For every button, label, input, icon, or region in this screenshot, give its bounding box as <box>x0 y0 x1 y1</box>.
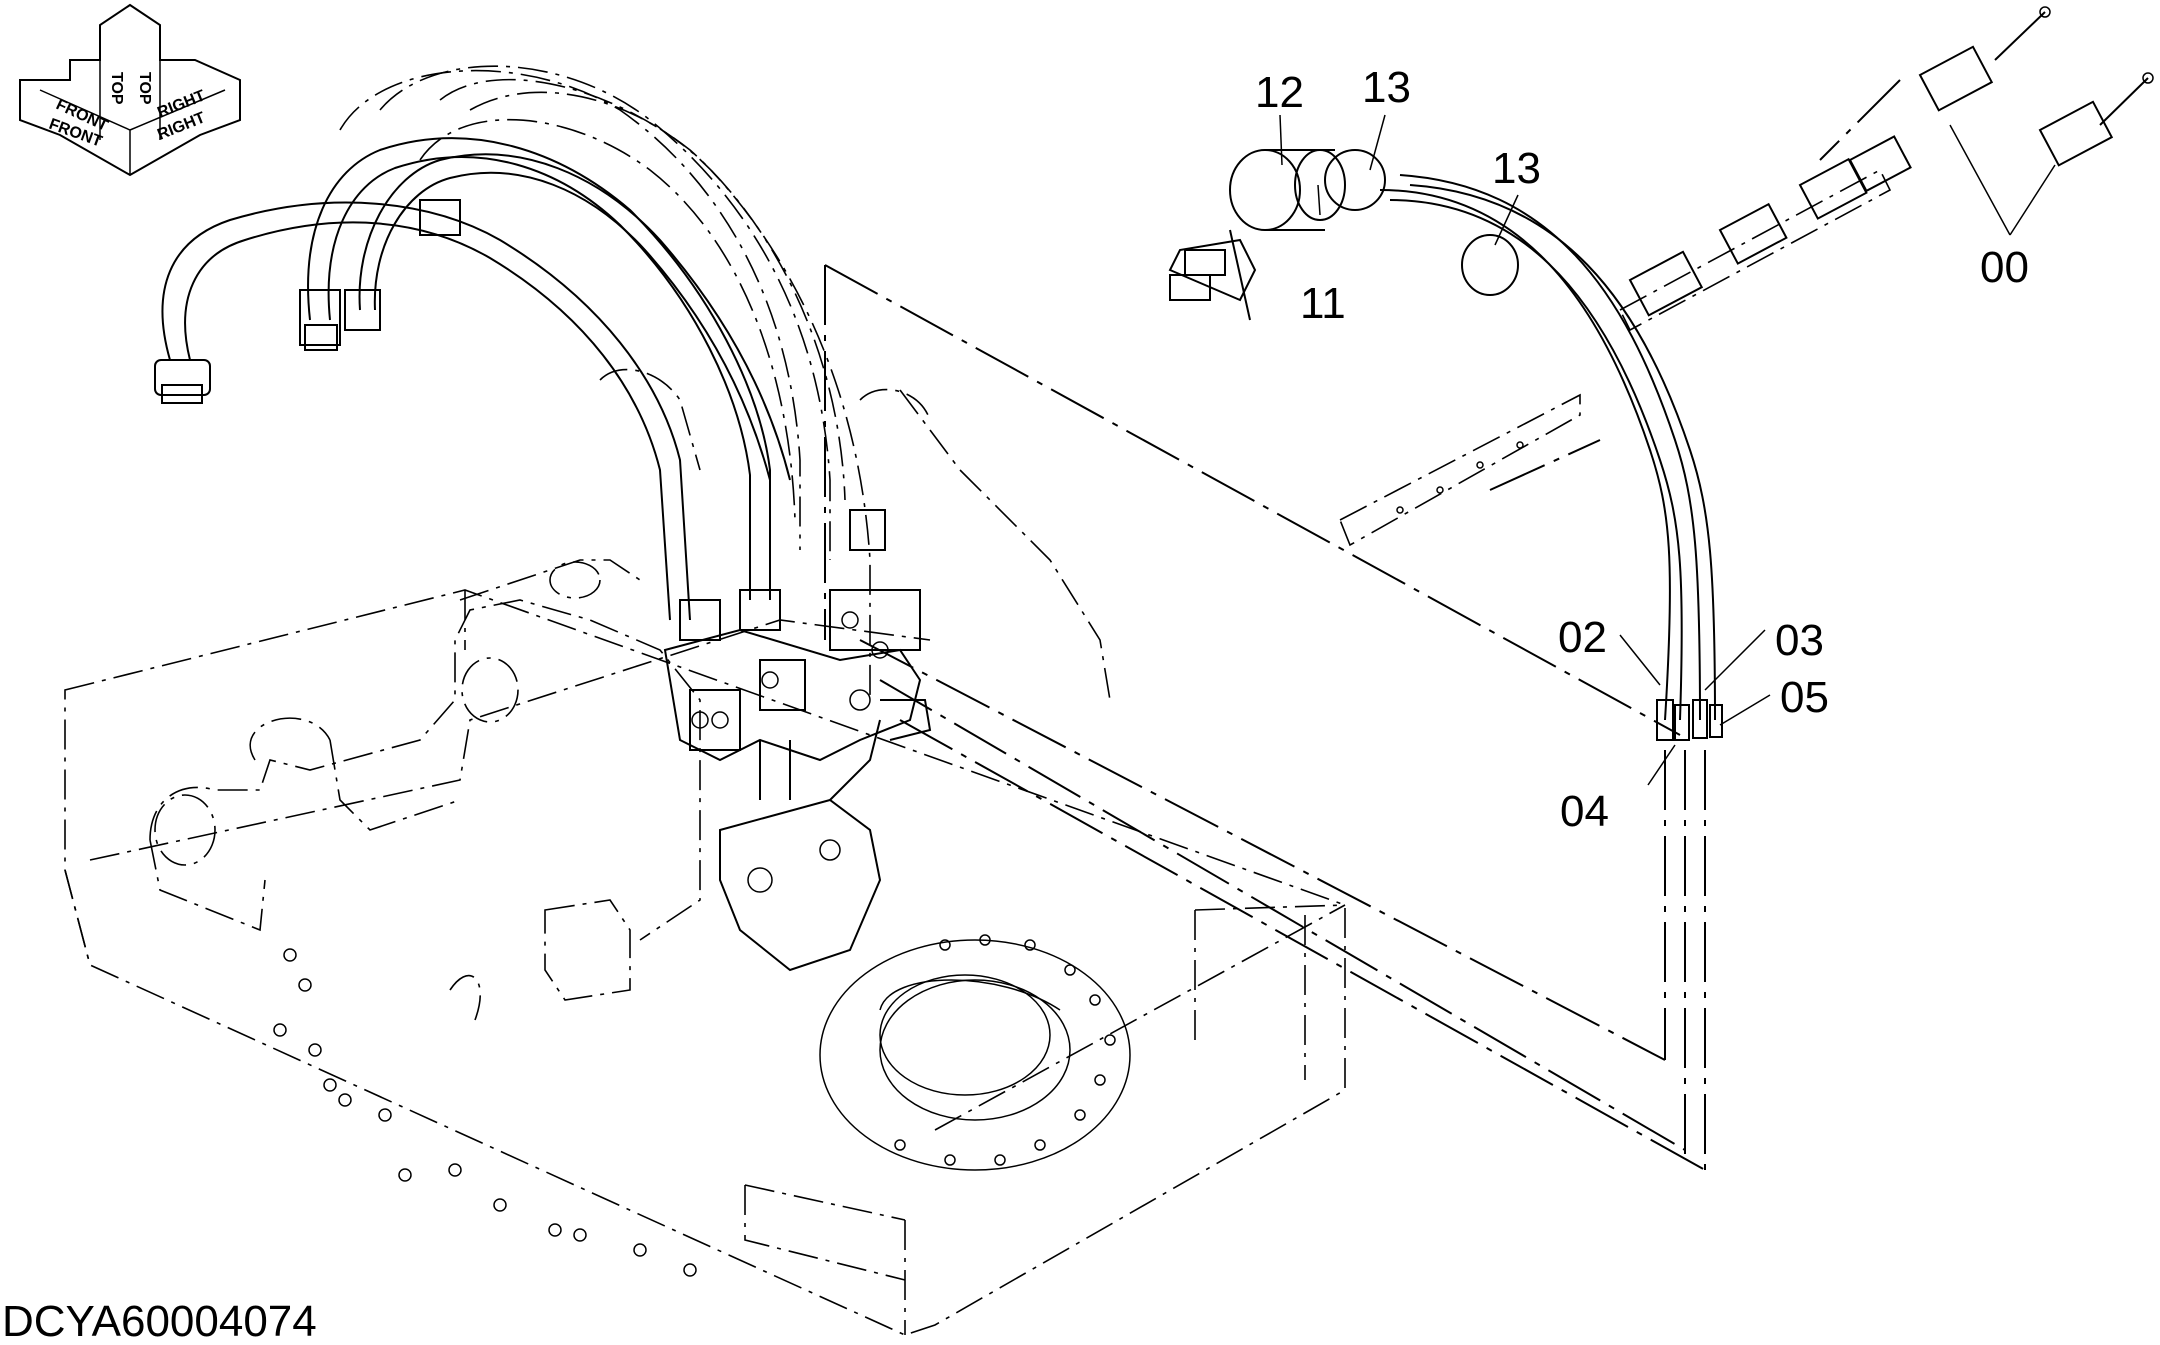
callout-11: 11 <box>1300 279 1346 328</box>
callout-04: 04 <box>1560 787 1609 836</box>
callouts: 12 13 13 11 00 02 03 05 04 <box>1255 63 2029 836</box>
foreground-hoses <box>154 137 886 641</box>
hose-assembly-detail <box>1168 149 1723 741</box>
frame-holes <box>273 948 697 1277</box>
callout-03: 03 <box>1775 616 1824 665</box>
swing-bearing <box>819 934 1131 1171</box>
drawing-code: DCYA60004074 <box>2 1297 317 1345</box>
clamp-brackets <box>1618 6 2154 332</box>
callout-02: 02 <box>1558 613 1607 662</box>
control-valve <box>663 589 932 972</box>
leader-lines <box>1279 114 2056 786</box>
top-label: TOP <box>108 72 125 105</box>
callout-12: 12 <box>1255 68 1304 117</box>
orientation-indicator: FRONT FRONT TOP TOP RIGHT RIGHT <box>19 3 241 177</box>
projection-lines <box>824 79 1901 1171</box>
upper-frame-phantom <box>64 589 1346 1336</box>
support-bracket-rail <box>1338 393 1581 547</box>
top-rotated-label: TOP <box>136 72 153 105</box>
callout-13-upper: 13 <box>1362 63 1411 112</box>
callout-05: 05 <box>1780 673 1829 722</box>
callout-13-clip: 13 <box>1492 144 1541 193</box>
callout-00: 00 <box>1980 243 2029 292</box>
boom-brackets <box>149 559 701 941</box>
background-hoses-phantom <box>339 65 1111 701</box>
